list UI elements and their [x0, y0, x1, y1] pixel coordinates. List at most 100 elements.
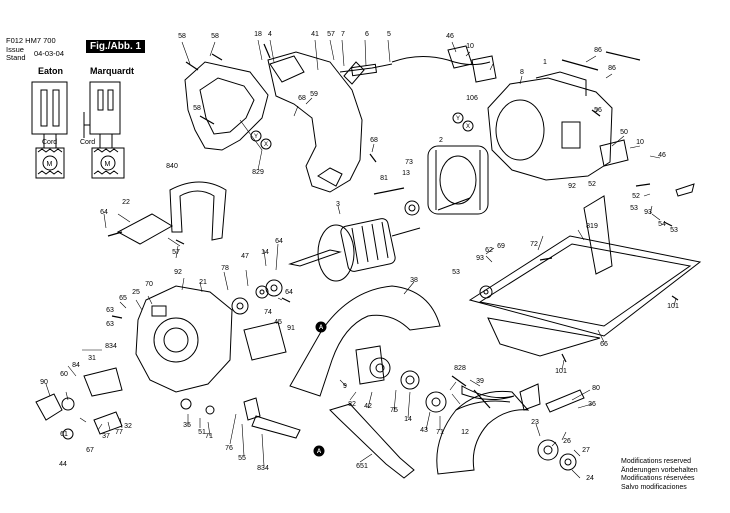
power-cord [339, 56, 491, 77]
part-number-23: 23 [531, 419, 539, 426]
part-number-4: 4 [268, 31, 272, 38]
cord-label-marquardt: Cord [80, 139, 95, 146]
part-number-68: 68 [298, 95, 306, 102]
part-number-42: 42 [364, 403, 372, 410]
part-number-36: 36 [588, 401, 596, 408]
part-number-53: 53 [452, 269, 460, 276]
part-number-92: 92 [174, 269, 182, 276]
part-number-82: 82 [348, 401, 356, 408]
gear-housing [135, 285, 233, 393]
guard-plate-22 [116, 213, 173, 245]
upper-blade-guard [289, 285, 441, 397]
part-number-63: 63 [106, 321, 114, 328]
part-number-64: 64 [285, 289, 293, 296]
part-number-829: 829 [252, 169, 264, 176]
motor-housing [487, 71, 613, 181]
part-number-61: 61 [60, 431, 68, 438]
part-number-834: 834 [257, 465, 269, 472]
part-number-62: 62 [485, 247, 493, 254]
part-number-72: 72 [530, 241, 538, 248]
part-number-47: 47 [241, 253, 249, 260]
part-number-14: 14 [261, 249, 269, 256]
handle-half-right [267, 51, 363, 193]
part-number-59: 59 [310, 91, 318, 98]
part-number-21: 21 [199, 279, 207, 286]
model-number: F012 HM7 700 [6, 36, 56, 45]
part-number-60: 60 [60, 371, 68, 378]
part-number-31: 31 [88, 355, 96, 362]
part-number-53: 53 [630, 205, 638, 212]
part-number-46: 46 [658, 152, 666, 159]
part-number-651: 651 [356, 463, 368, 470]
part-number-1: 1 [543, 59, 547, 66]
part-number-93: 93 [476, 255, 484, 262]
part-number-70: 70 [145, 281, 153, 288]
part-number-10: 10 [636, 139, 644, 146]
part-number-46: 46 [446, 33, 454, 40]
part-number-834: 834 [105, 343, 117, 350]
part-number-73: 73 [405, 159, 413, 166]
mod-line-fr: Modifications réservées [621, 475, 695, 483]
part-number-65: 65 [119, 295, 127, 302]
part-number-76: 76 [225, 445, 233, 452]
part-number-7: 7 [341, 31, 345, 38]
part-number-39: 39 [476, 378, 484, 385]
part-number-38: 38 [410, 277, 418, 284]
part-number-828: 828 [454, 365, 466, 372]
small-parts [35, 45, 695, 471]
base-plate [468, 195, 702, 357]
marker-x-left: X [264, 142, 268, 148]
part-number-8: 8 [520, 69, 524, 76]
marker-a-lower: A [317, 449, 322, 455]
part-number-58: 58 [211, 33, 219, 40]
part-number-53: 53 [670, 227, 678, 234]
part-number-52: 52 [632, 193, 640, 200]
part-number-57: 57 [172, 249, 180, 256]
marker-y-left: Y [254, 134, 258, 140]
part-number-86: 86 [594, 47, 602, 54]
part-number-55: 55 [238, 455, 246, 462]
mod-line-en: Modifications reserved [621, 458, 692, 465]
marker-x-right: X [466, 124, 470, 130]
part-number-86: 86 [608, 65, 616, 72]
part-number-69: 69 [497, 243, 505, 250]
field-coil [427, 145, 489, 215]
part-number-25: 25 [132, 289, 140, 296]
part-number-71: 71 [436, 429, 444, 436]
part-number-22: 22 [122, 199, 130, 206]
part-number-9: 9 [343, 383, 347, 390]
part-number-24: 24 [586, 475, 594, 482]
part-number-93: 93 [644, 209, 652, 216]
part-number-50: 50 [620, 129, 628, 136]
part-number-75: 75 [390, 407, 398, 414]
issue-date: 04-03-04 [34, 49, 65, 58]
brand-eaton: Eaton [38, 66, 64, 76]
part-number-52: 52 [588, 181, 596, 188]
part-number-57: 57 [327, 31, 335, 38]
part-number-54: 54 [658, 221, 666, 228]
wiring-schematic-eaton [31, 81, 68, 179]
part-number-106: 106 [466, 95, 478, 102]
motor-symbol-marquardt: M [105, 161, 111, 168]
wiring-schematic-marquardt [83, 81, 125, 179]
part-number-41: 41 [311, 31, 319, 38]
part-number-18: 18 [254, 31, 262, 38]
motor-symbol-eaton: M [47, 161, 53, 168]
handle-half-left [184, 61, 269, 151]
part-number-12: 12 [461, 429, 469, 436]
part-number-27: 27 [582, 447, 590, 454]
part-number-819: 819 [586, 223, 598, 230]
stand-label: Stand [6, 53, 26, 62]
part-number-101: 101 [555, 368, 567, 375]
figure-label: Fig./Abb. 1 [86, 40, 146, 53]
part-number-26: 26 [563, 438, 571, 445]
part-number-44: 44 [59, 461, 67, 468]
mod-line-es: Salvo modificaciones [621, 483, 687, 491]
wrench-651 [329, 403, 415, 479]
part-number-74: 74 [264, 309, 272, 316]
brand-marquardt: Marquardt [90, 66, 135, 76]
part-number-840: 840 [166, 163, 178, 170]
part-number-14: 14 [404, 416, 412, 423]
